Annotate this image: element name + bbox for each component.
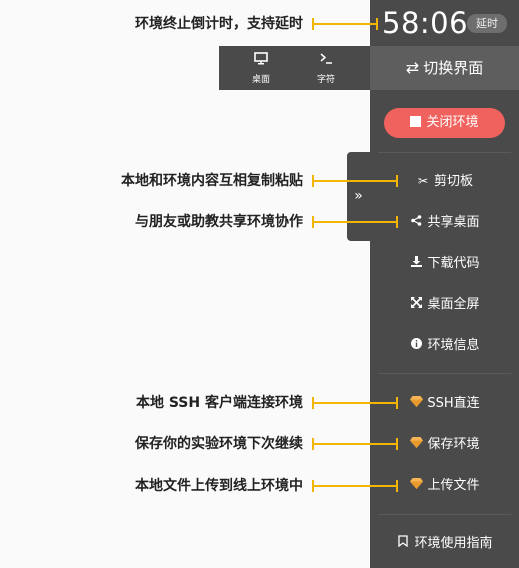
annotation-tick	[396, 175, 398, 187]
char-mode-label: 字符	[316, 75, 335, 85]
clipboard-label: 剪切板	[433, 174, 473, 189]
close-env-button[interactable]: 关闭环境	[384, 108, 505, 138]
annotation-text: 环境终止倒计时，支持延时	[135, 16, 303, 32]
input-mode-bar: 桌面 字符	[219, 46, 370, 90]
switch-ui-button[interactable]: ⇄切换界面	[370, 46, 519, 90]
download-code-label: 下载代码	[427, 256, 480, 271]
annotation-tick	[396, 438, 398, 450]
annotation-text: 本地和环境内容互相复制粘贴	[121, 173, 303, 189]
save-env-button[interactable]: 保存环境	[370, 429, 519, 459]
double-chevron-right-icon: »	[354, 188, 363, 204]
divider	[378, 514, 511, 515]
upload-file-button[interactable]: 上传文件	[370, 470, 519, 500]
extend-time-button[interactable]: 延时	[467, 14, 507, 33]
annotation-save: 保存你的实验环境下次继续	[0, 434, 303, 454]
env-control-panel: 58:06 延时 ⇄切换界面 关闭环境 ✂剪切板 共享桌面 下载代码 桌面全屏 …	[370, 0, 519, 568]
scissors-icon: ✂	[417, 174, 429, 188]
diamond-icon	[409, 429, 423, 459]
annotation-ssh: 本地 SSH 客户端连接环境	[0, 393, 303, 413]
terminal-prompt-icon	[296, 52, 356, 68]
divider	[378, 373, 511, 374]
desktop-mode-label: 桌面	[251, 75, 270, 85]
stop-square-icon	[410, 116, 422, 127]
annotation-timer: 环境终止倒计时，支持延时	[0, 14, 303, 34]
switch-ui-label: 切换界面	[423, 59, 484, 77]
info-icon	[409, 330, 423, 360]
save-env-label: 保存环境	[427, 437, 480, 452]
annotation-upload: 本地文件上传到线上环境中	[0, 476, 303, 496]
annotation-line	[312, 23, 378, 25]
annotation-text: 保存你的实验环境下次继续	[135, 436, 303, 452]
share-icon	[409, 207, 423, 237]
fullscreen-button[interactable]: 桌面全屏	[370, 289, 519, 319]
ssh-connect-button[interactable]: SSH直连	[370, 388, 519, 418]
expand-icon	[409, 289, 423, 319]
share-desktop-button[interactable]: 共享桌面	[370, 207, 519, 237]
panel-expand-handle[interactable]: »	[347, 152, 370, 241]
annotation-text: 与朋友或助教共享环境协作	[135, 214, 303, 230]
env-guide-label: 环境使用指南	[414, 536, 493, 551]
env-guide-button[interactable]: 环境使用指南	[370, 528, 519, 558]
divider	[378, 152, 511, 153]
upload-file-label: 上传文件	[427, 478, 480, 493]
annotation-share: 与朋友或助教共享环境协作	[0, 212, 303, 232]
clipboard-button[interactable]: ✂ 剪切板	[370, 166, 519, 196]
annotation-tick	[376, 18, 378, 30]
fullscreen-label: 桌面全屏	[427, 297, 480, 312]
annotation-tick	[396, 397, 398, 409]
annotation-clipboard: 本地和环境内容互相复制粘贴	[0, 171, 303, 191]
swap-arrows-icon: ⇄	[405, 58, 420, 77]
diamond-icon	[409, 470, 423, 500]
share-desktop-label: 共享桌面	[427, 215, 480, 230]
timer-value: 58:06	[382, 6, 469, 40]
diamond-icon	[409, 388, 423, 418]
monitor-icon	[231, 52, 291, 68]
annotation-line	[312, 443, 398, 445]
annotation-line	[312, 180, 398, 182]
annotation-tick	[396, 216, 398, 228]
annotation-text: 本地文件上传到线上环境中	[135, 478, 303, 494]
download-code-button[interactable]: 下载代码	[370, 248, 519, 278]
close-env-label: 关闭环境	[426, 115, 479, 130]
countdown-timer: 58:06 延时	[370, 0, 519, 46]
env-info-button[interactable]: 环境信息	[370, 330, 519, 360]
annotation-line	[312, 485, 398, 487]
env-info-label: 环境信息	[427, 338, 480, 353]
bookmark-icon	[396, 528, 410, 558]
annotation-line	[312, 221, 398, 223]
char-mode-button[interactable]: 字符	[296, 46, 356, 90]
download-icon	[409, 248, 423, 278]
ssh-connect-label: SSH直连	[427, 396, 480, 411]
annotation-tick	[396, 480, 398, 492]
annotation-text: 本地 SSH 客户端连接环境	[135, 395, 303, 411]
desktop-mode-button[interactable]: 桌面	[231, 46, 291, 90]
annotation-line	[312, 402, 398, 404]
